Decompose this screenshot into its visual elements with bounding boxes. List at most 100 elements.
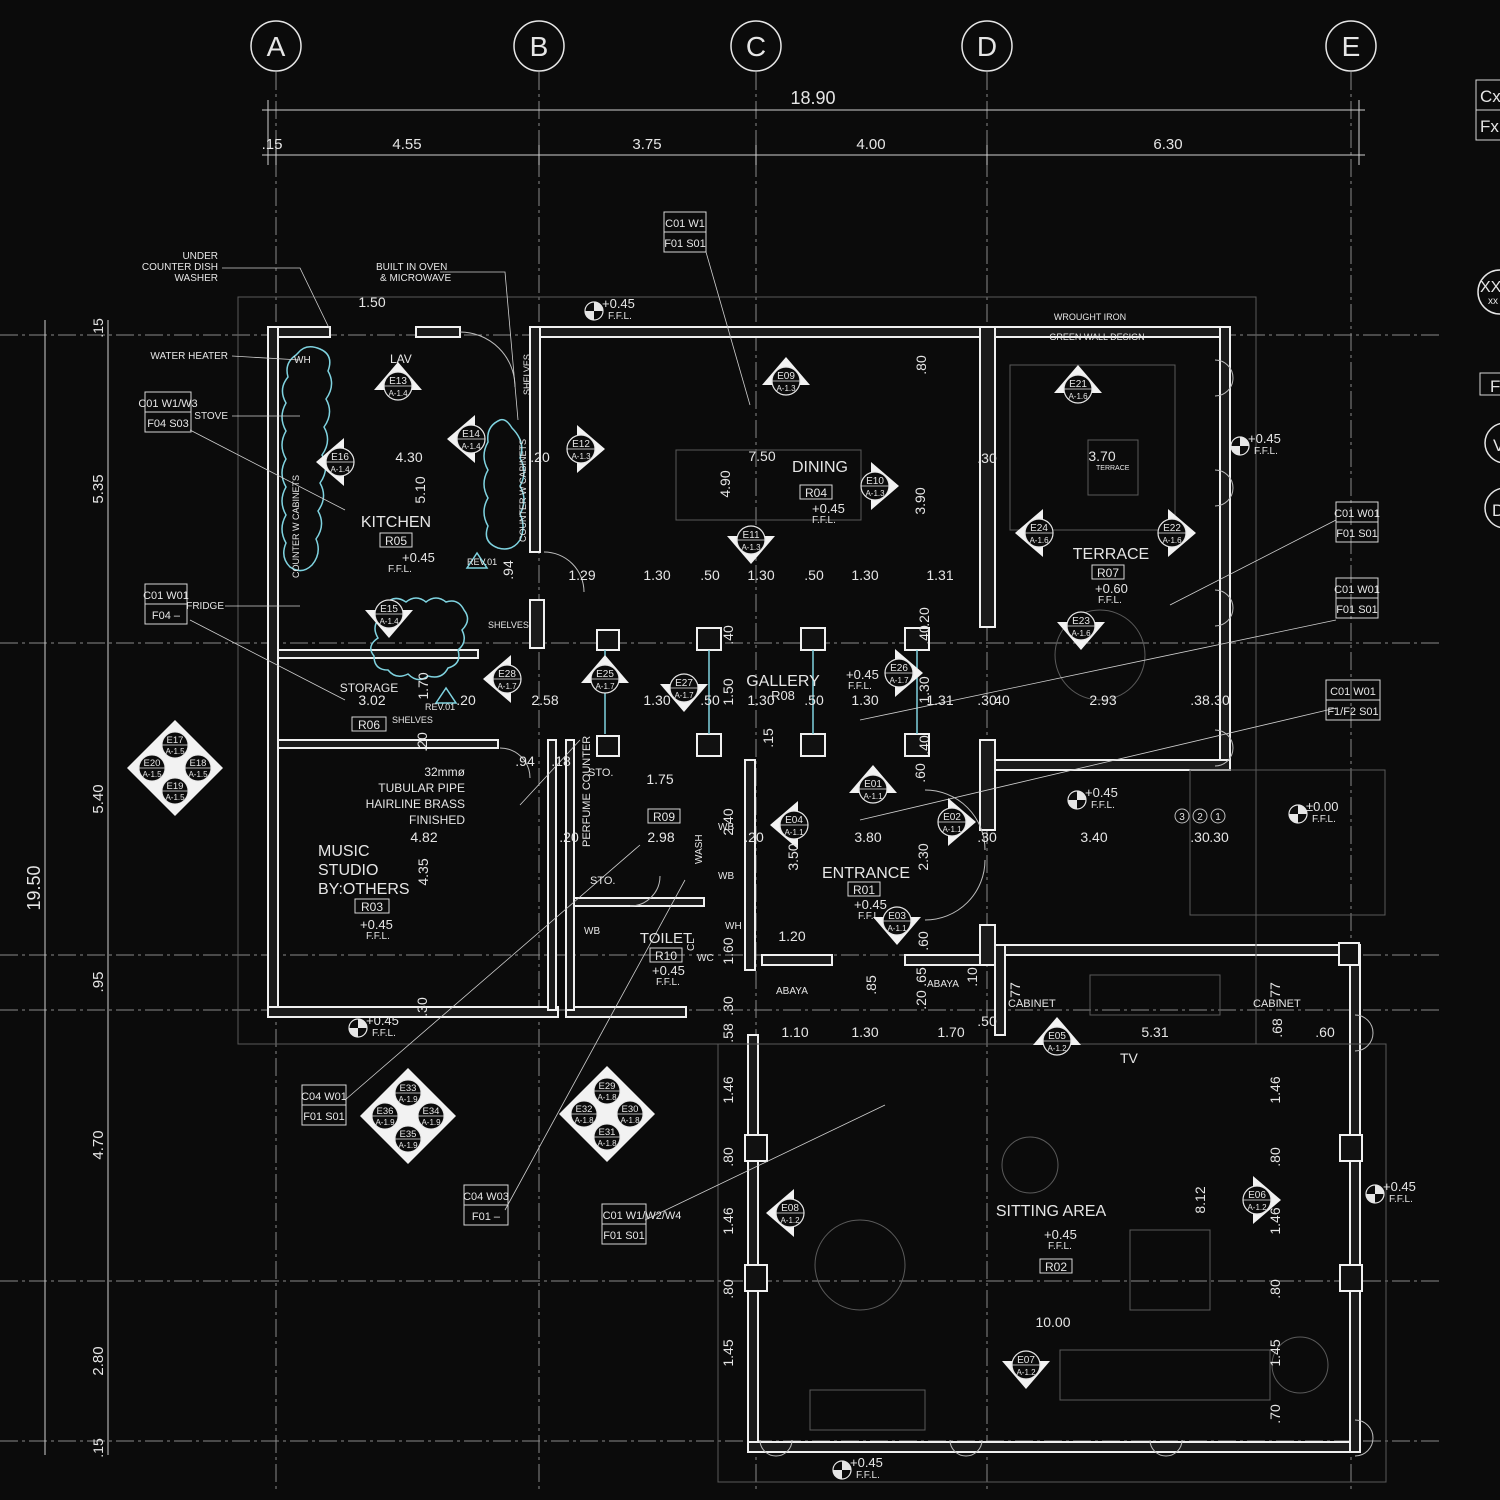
elevation-ref: A-1.9 [398, 1141, 418, 1150]
dim-left-1: .15 [90, 318, 106, 338]
elevation-id: E27 [675, 678, 693, 689]
note-pipe-1: 32mmø [424, 765, 465, 779]
elevation-ref: A-1.1 [863, 792, 883, 801]
finish-tag-top: C01 W1/W2/W4 [603, 1210, 682, 1222]
elevation-ref: A-1.3 [776, 384, 796, 393]
dimension-label: .70 [1267, 1404, 1283, 1424]
finish-tag-bottom: F01 S01 [664, 238, 706, 250]
dimension-label: .60 [912, 763, 928, 783]
dimension-label: 5.31 [1141, 1024, 1168, 1040]
room-name-line-1: MUSIC [318, 843, 370, 860]
room-perfume-counter: PERFUME COUNTER R09 [581, 736, 681, 847]
level-ffl: F.F.L. [1091, 800, 1115, 811]
dimension-label: 2.93 [1089, 692, 1116, 708]
dimension-label: 1.30 [851, 567, 878, 583]
finish-tag-dining: C01 W1 F01 S01 [663, 211, 707, 253]
level-marker: +0.45F.F.L. [584, 296, 635, 322]
level-value: +0.45 [366, 1013, 399, 1028]
dim-top-2: 4.55 [392, 136, 421, 153]
elevation-ref: A-1.6 [1068, 392, 1088, 401]
grid-bubble-d: D [961, 20, 1013, 72]
legend-fragments: Cx Fx XX xx F V D [1475, 79, 1500, 529]
grid-bubble-e: E [1325, 20, 1377, 72]
room-name-line-3: BY:OTHERS [318, 881, 410, 898]
grid-label-a: A [267, 31, 286, 62]
note-counter-cabinets-1: COUNTER W CABINETS [291, 475, 301, 578]
legend-xx-lower: xx [1488, 296, 1498, 307]
elevation-ref: A-1.1 [942, 825, 962, 834]
grid-label-d: D [977, 31, 997, 62]
note-shelves-1: SHELVES [522, 354, 532, 395]
note-abaya-2: ABAYA [927, 979, 959, 990]
detail-number-2: 2 [1197, 812, 1203, 823]
finish-tag-top: C01 W01 [143, 590, 189, 602]
note-shelves-3: SHELVES [392, 715, 433, 725]
elevation-ref: A-1.6 [1029, 536, 1049, 545]
dimension-label: 3.80 [854, 829, 881, 845]
finish-tag-storage: C01 W01 F04 – [143, 583, 189, 625]
finish-tag-perfume: C04 W01 F01 S01 [301, 1084, 347, 1126]
elevation-ref: A-1.8 [574, 1116, 594, 1125]
dimension-label: 1.30 [851, 692, 878, 708]
dimension-label: 1.20 [778, 928, 805, 944]
note-dishwasher-3: WASHER [174, 273, 218, 284]
level-ffl: F.F.L. [372, 1028, 396, 1039]
note-fridge: FRIDGE [186, 601, 224, 612]
room-code: R01 [853, 883, 875, 897]
dimension-label: .40 [720, 625, 736, 645]
room-kitchen: KITCHEN R05 +0.45 F.F.L. [361, 514, 435, 575]
level-value: +0.45 [602, 296, 635, 311]
elevation-ref: A-1.4 [388, 389, 408, 398]
note-wb-1: WB [718, 822, 734, 833]
dimension-label: 2.58 [531, 692, 558, 708]
elevation-id: E25 [596, 669, 614, 680]
dimension-label: 1.30 [643, 567, 670, 583]
dimension-label: 1.30 [643, 692, 670, 708]
note-water-heater: WATER HEATER [150, 351, 228, 362]
level-markers: +0.45F.F.L.+0.45F.F.L.+0.45F.F.L.+0.45F.… [348, 296, 1416, 1481]
elevation-id: E03 [888, 911, 906, 922]
elevation-id: E01 [864, 779, 882, 790]
dimension-label: 2.98 [647, 829, 674, 845]
dimension-label: 1.30 [747, 692, 774, 708]
elevation-id: E33 [400, 1083, 417, 1094]
dimension-label: 1.30 [916, 676, 932, 703]
note-wh-2: WH [725, 921, 742, 932]
elevation-id: E22 [1163, 523, 1181, 534]
level-ffl: F.F.L. [856, 1470, 880, 1481]
elevation-ref: A-1.7 [889, 676, 909, 685]
elevation-id: E28 [498, 669, 516, 680]
room-code: R09 [653, 810, 675, 824]
room-toilet: TOILET R10 +0.45 F.F.L. [640, 930, 692, 988]
room-ffl: F.F.L. [366, 931, 390, 942]
level-marker: +0.45F.F.L. [1230, 431, 1281, 457]
room-code: R07 [1097, 566, 1119, 580]
room-ffl: F.F.L. [1048, 1241, 1072, 1252]
dimension-label: .80 [1267, 1279, 1283, 1299]
elevation-id: E23 [1072, 616, 1090, 627]
dimension-label: .94 [515, 753, 535, 769]
dimension-label: .50 [700, 567, 720, 583]
dimension-label: 7.50 [748, 448, 775, 464]
note-dishwasher-2: COUNTER DISH [142, 262, 218, 273]
note-wash: WASH [694, 834, 705, 864]
elevation-id: E20 [144, 758, 161, 769]
elevation-ref: A-1.5 [165, 747, 185, 756]
dimension-label: 1.45 [720, 1339, 736, 1366]
annotation-notes: UNDER COUNTER DISH WASHER BUILT IN OVEN … [142, 251, 1301, 1066]
dimension-label: .20 [530, 449, 550, 465]
dim-top-1: .15 [262, 136, 283, 153]
finish-tag-bottom: F01 S01 [1336, 528, 1378, 540]
dimension-label: .85 [863, 975, 879, 995]
dim-left-7: .15 [90, 1438, 106, 1458]
room-ffl: F.F.L. [388, 564, 412, 575]
room-storage: STORAGE R06 [340, 681, 398, 732]
level-ffl: F.F.L. [1389, 1194, 1413, 1205]
dimension-label: 1.46 [720, 1207, 736, 1234]
dimension-label: .20 [916, 607, 932, 627]
finish-tag-top: C01 W01 [1330, 686, 1376, 698]
